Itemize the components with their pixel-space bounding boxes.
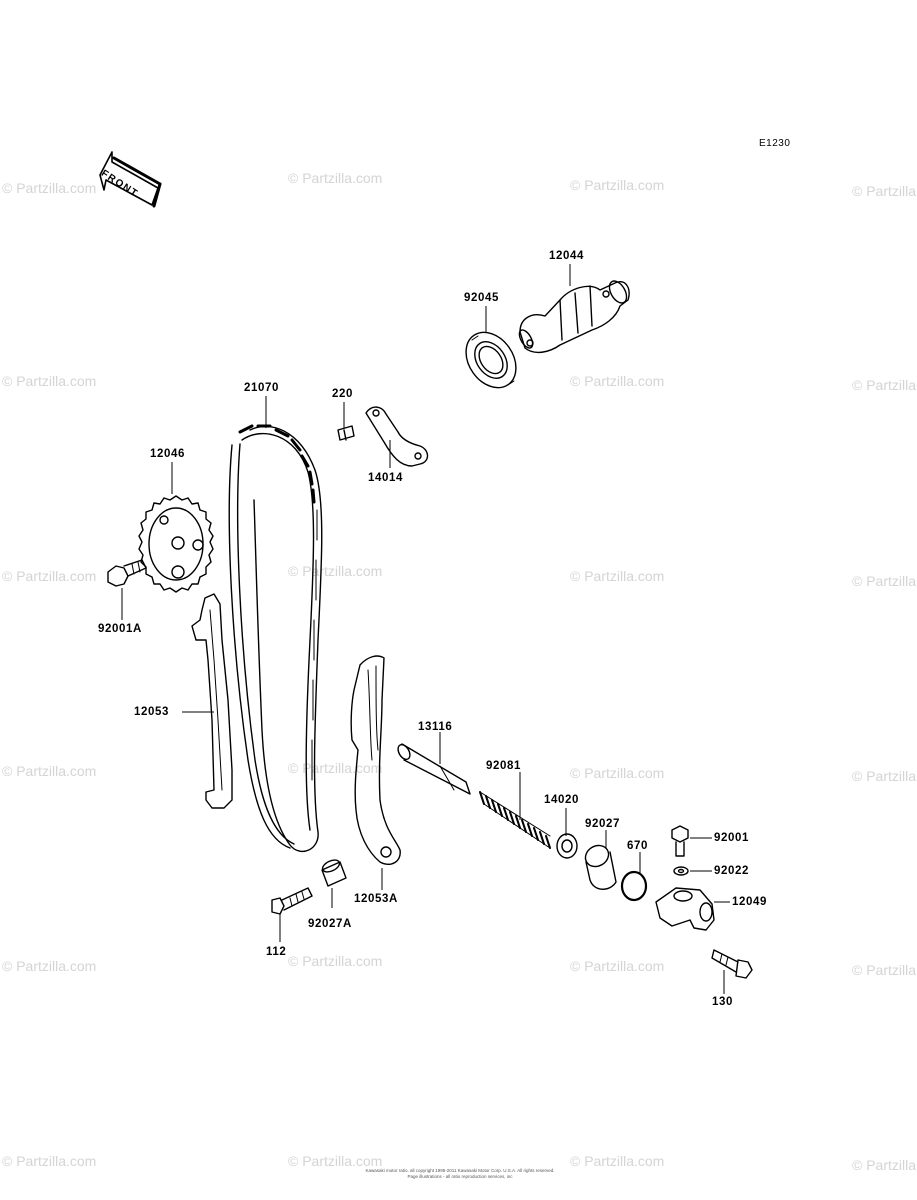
sprocket-bolt-drawing: [107, 559, 147, 587]
part-label-12046: 12046: [150, 448, 185, 460]
part-label-12044: 12044: [549, 250, 584, 262]
part-label-220: 220: [332, 388, 353, 400]
part-label-670: 670: [627, 840, 648, 852]
watermark: © Partzilla.com: [852, 1157, 917, 1173]
watermark: © Partzilla.com: [570, 177, 665, 193]
collar-drawing: [321, 859, 347, 887]
watermark: © Partzilla.com: [2, 1153, 97, 1169]
diagram-code: E1230: [759, 138, 791, 149]
watermark: © Partzilla.com: [570, 765, 665, 781]
part-label-12053: 12053: [134, 706, 169, 718]
copyright-notice: Kawasaki motor ratio. all copyright 1995…: [340, 1168, 580, 1180]
watermark: © Partzilla.com: [2, 958, 97, 974]
watermark: © Partzilla.com: [852, 962, 917, 978]
screw-drawing: [337, 425, 355, 441]
part-label-130: 130: [712, 996, 733, 1008]
watermark: © Partzilla.com: [570, 568, 665, 584]
cap-drawing: [556, 833, 578, 859]
watermark: © Partzilla.com: [570, 373, 665, 389]
watermark: © Partzilla.com: [288, 170, 383, 186]
watermark: © Partzilla.com: [570, 1153, 665, 1169]
camshaft-drawing: [518, 280, 630, 354]
guide-plate-drawing: [365, 406, 429, 467]
part-label-14020: 14020: [544, 794, 579, 806]
watermark: © Partzilla.com: [2, 763, 97, 779]
washer-drawing: [673, 866, 689, 876]
part-label-12049: 12049: [732, 896, 767, 908]
watermark: © Partzilla.com: [852, 183, 917, 199]
part-label-21070: 21070: [244, 382, 279, 394]
part-label-92081: 92081: [486, 760, 521, 772]
watermark: © Partzilla.com: [288, 1153, 383, 1169]
watermark: © Partzilla.com: [570, 958, 665, 974]
tensioner-body-drawing: [655, 887, 715, 931]
part-label-92027A: 92027A: [308, 918, 352, 930]
watermark: © Partzilla.com: [852, 573, 917, 589]
watermark: © Partzilla.com: [288, 563, 383, 579]
cam-sprocket-drawing: [138, 495, 214, 593]
bolt-112-drawing: [271, 887, 313, 915]
part-label-92001: 92001: [714, 832, 749, 844]
part-label-112: 112: [266, 946, 287, 958]
copyright-line-1: Kawasaki motor ratio. all copyright 1995…: [365, 1168, 555, 1173]
bolt-130-drawing: [711, 949, 753, 979]
watermark: © Partzilla.com: [852, 377, 917, 393]
o-ring-drawing: [620, 870, 648, 902]
copyright-line-2: Page illustrations - all ratio reproduct…: [407, 1174, 513, 1179]
front-arrow-icon: [99, 151, 162, 208]
watermark: © Partzilla.com: [2, 373, 97, 389]
chain-guide-drawing: [191, 593, 233, 809]
part-label-13116: 13116: [418, 721, 453, 733]
part-label-92027: 92027: [585, 818, 620, 830]
tensioner-collar-drawing: [584, 844, 617, 890]
tensioner-bolt-drawing: [671, 825, 689, 857]
watermark: © Partzilla.com: [2, 180, 97, 196]
part-label-12053A: 12053A: [354, 893, 398, 905]
part-label-14014: 14014: [368, 472, 403, 484]
bearing-drawing: [465, 331, 517, 389]
watermark: © Partzilla.com: [288, 953, 383, 969]
watermark: © Partzilla.com: [2, 568, 97, 584]
part-label-92001A: 92001A: [98, 623, 142, 635]
part-label-92022: 92022: [714, 865, 749, 877]
cam-chain-drawing: [228, 424, 323, 853]
part-label-92045: 92045: [464, 292, 499, 304]
tensioner-guide-drawing: [350, 655, 401, 866]
watermark: © Partzilla.com: [852, 768, 917, 784]
tensioner-rod-drawing: [397, 743, 471, 795]
spring-drawing: [479, 791, 551, 849]
